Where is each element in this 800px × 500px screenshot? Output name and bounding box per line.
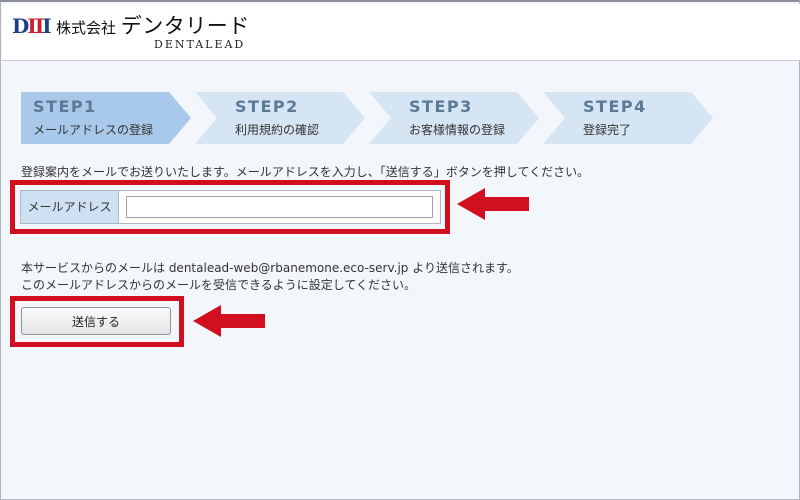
step-3-number: STEP3 <box>409 97 473 116</box>
step-4-number: STEP4 <box>583 97 647 116</box>
submit-button[interactable]: 送信する <box>21 307 171 335</box>
sender-notice-line-1: 本サービスからのメールは dentalead-web@rbanemone.eco… <box>21 261 519 275</box>
site-header: DⅡI 株式会社 デンタリード DENTALEAD <box>2 4 800 61</box>
company-name: 株式会社 デンタリード <box>56 16 250 38</box>
sender-notice: 本サービスからのメールは dentalead-web@rbanemone.eco… <box>21 260 519 294</box>
company-logo[interactable]: DⅡI 株式会社 デンタリード DENTALEAD <box>12 14 272 54</box>
intro-text: 登録案内をメールでお送りいたします。メールアドレスを入力し、「送信する」ボタンを… <box>21 165 590 179</box>
company-name-en: DENTALEAD <box>154 38 246 51</box>
step-1-number: STEP1 <box>33 97 97 116</box>
email-label: メールアドレス <box>21 191 119 223</box>
step-2: STEP2 利用規約の確認 <box>195 92 365 144</box>
highlight-box-submit <box>10 296 184 347</box>
step-4: STEP4 登録完了 <box>543 92 713 144</box>
step-4-label: 登録完了 <box>583 123 632 137</box>
email-input[interactable] <box>126 196 433 218</box>
arrow-left-icon <box>193 304 265 338</box>
step-2-number: STEP2 <box>235 97 299 116</box>
company-prefix: 株式会社 <box>56 19 117 37</box>
step-1: STEP1 メールアドレスの登録 <box>21 92 191 144</box>
arrow-left-icon <box>457 187 529 221</box>
step-1-label: メールアドレスの登録 <box>33 123 154 137</box>
step-3-label: お客様情報の登録 <box>409 123 506 137</box>
step-progress: STEP1 メールアドレスの登録 STEP2 利用規約の確認 STEP3 お客様… <box>21 92 721 144</box>
step-2-label: 利用規約の確認 <box>235 123 320 137</box>
step-3: STEP3 お客様情報の登録 <box>369 92 539 144</box>
logo-mark-icon: DⅡI <box>12 14 52 38</box>
sender-notice-line-2: このメールアドレスからのメールを受信できるように設定してください。 <box>21 278 417 292</box>
email-form-row: メールアドレス <box>20 190 441 224</box>
company-name-katakana: デンタリード <box>120 14 250 38</box>
highlight-box-email <box>10 180 450 234</box>
